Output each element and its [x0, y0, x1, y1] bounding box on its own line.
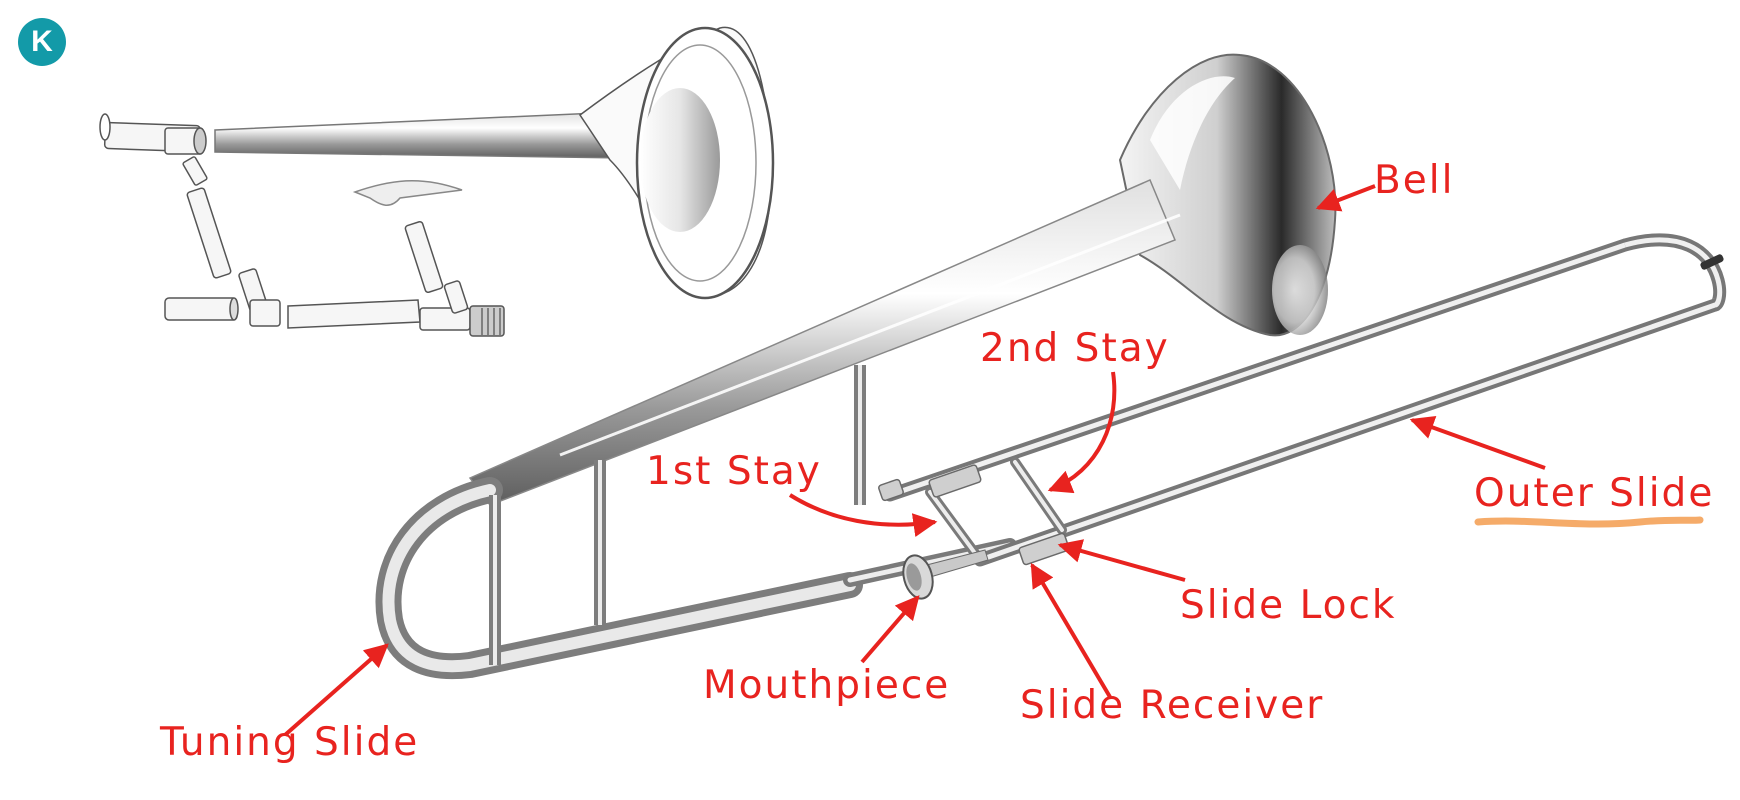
label-slide-receiver: Slide Receiver — [1020, 683, 1325, 728]
label-tuning-slide: Tuning Slide — [160, 720, 420, 765]
k-badge-icon: K — [18, 18, 66, 66]
tuning-slide-arrow — [283, 643, 389, 737]
trombone-exploded-diagram — [99, 26, 775, 337]
bell-arrow — [1315, 184, 1376, 212]
label-slide-lock: Slide Lock — [1180, 583, 1397, 628]
label-outer-slide: Outer Slide — [1474, 471, 1715, 516]
label-2nd-stay: 2nd Stay — [980, 326, 1170, 371]
label-1st-stay: 1st Stay — [646, 449, 822, 494]
slide-lock-arrow — [1057, 539, 1186, 582]
first-stay-arrow — [788, 493, 938, 537]
mouthpiece-arrow — [860, 595, 920, 664]
second-stay-arrow — [1047, 371, 1117, 494]
label-bell: Bell — [1374, 158, 1455, 203]
slide-receiver-arrow — [1030, 562, 1112, 699]
trombone-illustration — [375, 53, 1727, 680]
label-mouthpiece: Mouthpiece — [703, 663, 951, 708]
outer-slide-arrow — [1409, 416, 1546, 470]
outer-slide-highlight — [1474, 516, 1704, 528]
